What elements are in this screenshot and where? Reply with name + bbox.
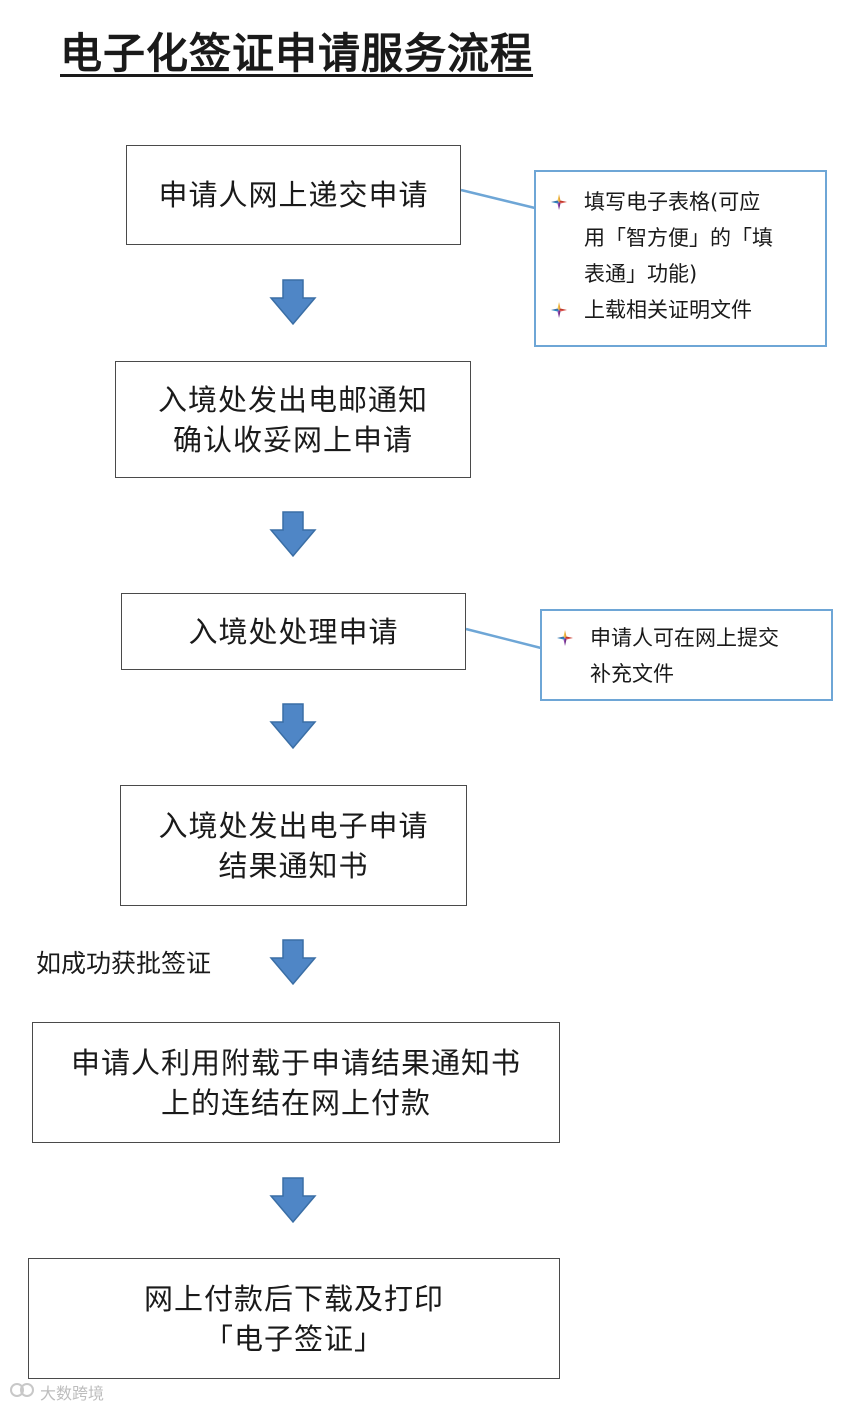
watermark-logo-icon: [8, 1380, 36, 1404]
note-supplementary-documents: 申请人可在网上提交 补充文件: [540, 609, 833, 701]
note-submission-details: 填写电子表格(可应 用「智方便」的「填 表通」功能) 上载相关证明文件: [534, 170, 827, 347]
note-connector-2: [465, 627, 542, 650]
flow-step-text: 入境处发出电子申请: [158, 808, 429, 843]
flow-step-text: 结果通知书: [218, 848, 369, 883]
note-item: 填写电子表格(可应 用「智方便」的「填 表通」功能): [550, 184, 815, 292]
flow-step-result-notice: 入境处发出电子申请 结果通知书: [120, 785, 467, 906]
note-item: 上载相关证明文件: [550, 292, 815, 328]
note-item: 申请人可在网上提交 补充文件: [556, 620, 821, 692]
flow-step-online-payment: 申请人利用附载于申请结果通知书 上的连结在网上付款: [32, 1022, 560, 1143]
down-arrow-icon: [269, 1177, 317, 1224]
four-color-star-bullet-icon: [550, 184, 584, 220]
flow-step-text: 网上付款后下载及打印: [143, 1281, 444, 1316]
flow-step-submit-online: 申请人网上递交申请: [126, 145, 461, 245]
flow-step-text: 「电子签证」: [203, 1321, 384, 1356]
four-color-star-bullet-icon: [550, 292, 584, 328]
note-text-line: 用「智方便」的「填: [584, 226, 773, 250]
flow-step-text: 确认收妥网上申请: [172, 422, 413, 457]
down-arrow-icon: [269, 511, 317, 558]
flow-step-text: 申请人利用附载于申请结果通知书: [70, 1045, 521, 1080]
down-arrow-icon: [269, 939, 317, 986]
note-text-line: 填写电子表格(可应: [584, 190, 761, 214]
flow-step-text: 上的连结在网上付款: [160, 1085, 431, 1120]
down-arrow-icon: [269, 279, 317, 326]
watermark: 大数跨境: [8, 1380, 104, 1404]
four-color-star-bullet-icon: [556, 620, 590, 656]
flow-step-download-evisa: 网上付款后下载及打印 「电子签证」: [28, 1258, 560, 1379]
note-text-line: 表通」功能): [584, 262, 698, 286]
note-text-line: 上载相关证明文件: [584, 298, 752, 322]
note-text-line: 申请人可在网上提交: [590, 626, 779, 650]
watermark-text: 大数跨境: [40, 1384, 105, 1403]
down-arrow-icon: [269, 703, 317, 750]
approval-condition-label: 如成功获批签证: [36, 949, 212, 978]
flow-step-email-acknowledgement: 入境处发出电邮通知 确认收妥网上申请: [115, 361, 471, 478]
note-connector-1: [460, 188, 536, 210]
note-text-line: 补充文件: [590, 662, 674, 686]
flow-step-text: 入境处处理申请: [188, 614, 399, 649]
diagram-title: 电子化签证申请服务流程: [60, 29, 534, 78]
flow-step-processing: 入境处处理申请: [121, 593, 466, 670]
flow-step-text: 申请人网上递交申请: [158, 178, 429, 212]
flow-step-text: 入境处发出电邮通知: [157, 382, 428, 417]
